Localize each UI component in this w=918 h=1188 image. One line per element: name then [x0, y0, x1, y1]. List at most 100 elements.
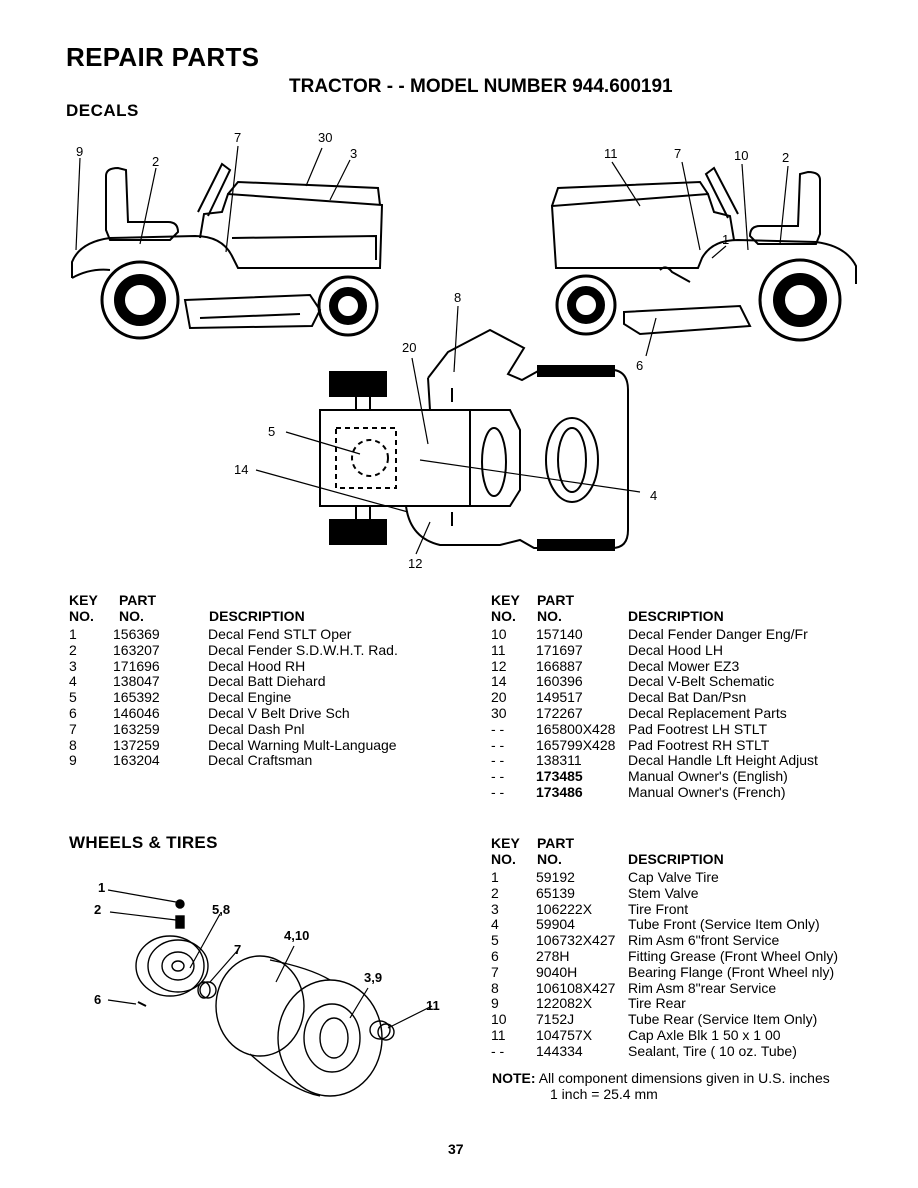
- cell-key: - -: [491, 1042, 505, 1059]
- callout-5: 5: [268, 424, 275, 439]
- cell-part: 171697: [536, 641, 583, 658]
- cell-key: 2: [69, 641, 77, 658]
- cell-key: 9: [69, 752, 77, 769]
- callout-6: 6: [94, 992, 101, 1007]
- cell-desc: Pad Footrest LH STLT: [628, 720, 768, 737]
- front-wheel: [135, 935, 209, 997]
- cell-key: 9: [491, 995, 499, 1012]
- cell-key: 30: [491, 704, 507, 721]
- cell-desc: Decal Batt Diehard: [208, 673, 326, 690]
- callout-3-9: 3,9: [364, 970, 382, 985]
- callout-30: 30: [318, 130, 332, 145]
- callout-1: 1: [722, 232, 729, 247]
- tractor-top-view: [319, 328, 629, 551]
- cell-desc: Decal Hood LH: [628, 641, 723, 658]
- cell-part: 106108X427: [536, 979, 616, 996]
- cell-desc: Decal Hood RH: [208, 657, 306, 674]
- tractor-right-side-view: [550, 166, 857, 342]
- cell-part: 156369: [113, 626, 160, 642]
- cell-key: - -: [491, 752, 505, 769]
- cell-desc: Tire Rear: [628, 995, 686, 1012]
- callout-11: 11: [604, 146, 618, 161]
- cell-key: 20: [491, 689, 507, 706]
- callout-7b: 7: [674, 146, 681, 161]
- table-row: 11 171697 Decal Hood LH: [491, 641, 911, 659]
- decal-leader-lines: [75, 145, 789, 555]
- cell-part: 7152J: [536, 1011, 575, 1028]
- cell-desc: Decal Bat Dan/Psn: [628, 689, 747, 706]
- cell-part: 106732X427: [536, 932, 616, 949]
- callout-11: 11: [426, 998, 440, 1013]
- cell-key: 10: [491, 1011, 507, 1028]
- cell-part: 138311: [536, 752, 582, 769]
- cell-key: 3: [69, 657, 77, 674]
- cell-part: 104757X: [536, 1026, 593, 1043]
- table-row: - - 173485 Manual Owner's (English): [491, 768, 911, 785]
- cell-desc: Tube Front (Service Item Only): [628, 916, 820, 933]
- cell-key: 6: [69, 704, 77, 721]
- cell-key: 4: [491, 916, 499, 933]
- table-row: 8 137259 Decal Warning Mult-Language: [69, 736, 469, 754]
- note-text: All component dimensions given in U.S. i…: [538, 1070, 830, 1086]
- cell-desc: Decal Warning Mult-Language: [208, 736, 397, 753]
- cell-part: 137259: [113, 736, 160, 753]
- cell-key: 1: [491, 869, 499, 885]
- cell-part: 166887: [536, 657, 583, 674]
- cell-key: 10: [491, 626, 507, 642]
- cell-part: 59904: [536, 916, 575, 933]
- cell-key: - -: [491, 768, 505, 785]
- cell-desc: Tire Front: [628, 900, 689, 917]
- cell-desc: Manual Owner's (English): [628, 768, 788, 785]
- note-label: NOTE:: [492, 1070, 536, 1086]
- cell-part: 173485: [536, 768, 583, 785]
- cell-key: - -: [491, 783, 505, 800]
- bearing-flange: [197, 981, 217, 999]
- cell-part: 160396: [536, 673, 583, 690]
- cell-desc: Decal V Belt Drive Sch: [208, 704, 350, 721]
- callout-8: 8: [454, 290, 461, 305]
- cell-key: 7: [491, 963, 499, 980]
- cell-part: 149517: [536, 689, 583, 706]
- cell-key: 8: [69, 736, 77, 753]
- callout-14: 14: [234, 462, 248, 477]
- table-header: KEY NO. PART NO. DESCRIPTION: [491, 592, 724, 624]
- table-row: 7 9040H Bearing Flange (Front Wheel nly): [491, 963, 911, 981]
- callout-10: 10: [734, 148, 748, 163]
- cell-desc: Bearing Flange (Front Wheel nly): [628, 963, 835, 980]
- cell-part: 122082X: [536, 995, 593, 1012]
- wheels-heading: WHEELS & TIRES: [69, 833, 218, 852]
- cell-key: - -: [491, 736, 505, 753]
- callout-2b: 2: [782, 150, 789, 165]
- callout-9: 9: [76, 144, 83, 159]
- cell-part: 59192: [536, 869, 575, 885]
- cell-key: 5: [69, 689, 77, 706]
- table-header: KEY NO. PART NO. DESCRIPTION: [69, 592, 305, 624]
- cell-desc: Sealant, Tire ( 10 oz. Tube): [628, 1042, 797, 1059]
- cell-part: 163204: [113, 752, 160, 769]
- tractor-left-side-view: [71, 162, 384, 340]
- cell-part: 146046: [113, 704, 160, 721]
- cell-desc: Cap Axle Blk 1 50 x 1 00: [628, 1026, 781, 1043]
- cell-key: 11: [491, 641, 506, 658]
- cell-part: 144334: [536, 1042, 583, 1059]
- cell-part: 9040H: [536, 963, 578, 980]
- cell-part: 65139: [536, 884, 575, 901]
- cell-desc: Cap Valve Tire: [628, 869, 719, 885]
